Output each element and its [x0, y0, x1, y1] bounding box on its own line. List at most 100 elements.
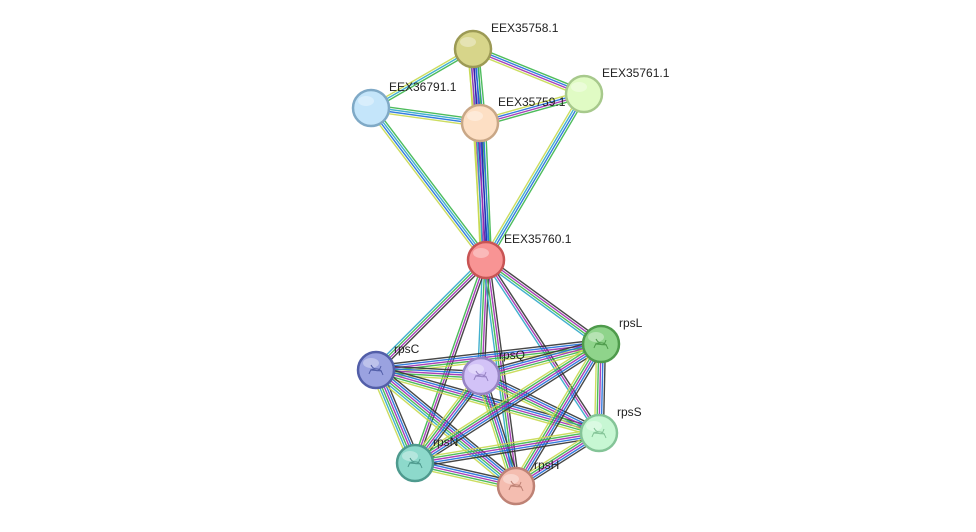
- edge-evidence-line: [370, 48, 474, 109]
- node-label-rpsc: rpsC: [394, 342, 420, 356]
- edge-eex35758-1-eex36791-1[interactable]: [369, 46, 475, 111]
- edge-eex35761-1-eex35760-1[interactable]: [482, 91, 588, 263]
- edge-evidence-line: [481, 260, 488, 377]
- node-label-eex36791-1: EEX36791.1: [389, 80, 457, 94]
- edge-eex35760-1-rpsl[interactable]: [483, 256, 604, 348]
- node-rpsq[interactable]: [461, 356, 501, 396]
- node-label-rpsh: rpsH: [534, 458, 559, 472]
- labels-layer: EEX35758.1EEX35761.1EEX36791.1EEX35759.1…: [389, 21, 670, 472]
- edge-rpsl-rpsn[interactable]: [412, 339, 604, 468]
- node-highlight: [586, 421, 602, 431]
- edge-evidence-line: [486, 94, 586, 261]
- edge-evidence-line: [375, 341, 601, 369]
- edge-evidence-line: [373, 257, 485, 369]
- edge-evidence-line: [473, 45, 586, 92]
- edge-evidence-line: [415, 436, 600, 469]
- node-highlight: [473, 248, 489, 258]
- edge-evidence-line: [513, 342, 600, 486]
- edge-evidence-line: [478, 379, 598, 438]
- edge-evidence-line: [488, 95, 588, 263]
- node-highlight: [571, 82, 587, 92]
- nodes-layer: [351, 29, 621, 506]
- edge-evidence-line: [482, 122, 490, 260]
- edge-evidence-line: [372, 373, 513, 491]
- protein-structure-icon: [593, 338, 609, 350]
- edge-evidence-line: [374, 258, 486, 370]
- edge-evidence-line: [478, 376, 515, 487]
- edge-evidence-line: [415, 345, 603, 466]
- edge-evidence-line: [487, 258, 602, 433]
- node-circle: [460, 103, 500, 143]
- edge-evidence-line: [483, 260, 598, 435]
- edge-evidence-line: [367, 109, 484, 263]
- edge-evidence-line: [519, 345, 606, 489]
- node-eex36791-1[interactable]: [351, 88, 391, 128]
- edge-evidence-line: [414, 430, 599, 462]
- edge-evidence-line: [412, 259, 485, 463]
- protein-structure-icon: [591, 427, 607, 439]
- node-eex35759-1[interactable]: [460, 103, 500, 143]
- edge-evidence-line: [472, 49, 584, 96]
- edge-evidence-line: [416, 260, 489, 464]
- edge-evidence-line: [479, 339, 601, 373]
- node-label-eex35758-1: EEX35758.1: [491, 21, 559, 35]
- edge-evidence-line: [480, 341, 601, 375]
- edge-evidence-line: [414, 343, 602, 464]
- node-label-eex35759-1: EEX35759.1: [498, 95, 566, 109]
- edge-evidence-line: [413, 341, 601, 462]
- edge-evidence-line: [373, 372, 515, 490]
- node-circle: [466, 240, 506, 280]
- node-rpss[interactable]: [579, 413, 619, 453]
- edge-evidence-line: [369, 108, 486, 262]
- edge-evidence-line: [414, 427, 599, 460]
- node-rpsn[interactable]: [395, 443, 435, 483]
- edge-evidence-line: [376, 260, 488, 372]
- node-highlight: [460, 37, 476, 47]
- edge-evidence-line: [414, 432, 600, 464]
- node-highlight: [503, 474, 519, 484]
- node-label-rpss: rpsS: [617, 405, 642, 419]
- edge-evidence-line: [482, 371, 602, 430]
- node-eex35760-1[interactable]: [466, 240, 506, 280]
- edge-evidence-line: [375, 343, 602, 371]
- node-highlight: [402, 451, 418, 461]
- edge-rpsq-rpss[interactable]: [478, 371, 602, 438]
- node-rpsl[interactable]: [581, 324, 621, 364]
- node-highlight: [468, 364, 484, 374]
- edge-rpsl-rpsh[interactable]: [511, 341, 606, 489]
- edge-evidence-line: [376, 368, 518, 486]
- protein-structure-icon: [368, 364, 384, 376]
- edge-eex35758-1-eex35761-1[interactable]: [471, 45, 586, 98]
- edge-evidence-line: [480, 343, 602, 377]
- edge-eex35759-1-eex35760-1[interactable]: [473, 122, 493, 261]
- edge-eex35760-1-rpsc[interactable]: [373, 257, 489, 373]
- edge-eex36791-1-eex35760-1[interactable]: [367, 105, 490, 263]
- node-label-eex35761-1: EEX35761.1: [602, 66, 670, 80]
- node-label-rpsl: rpsL: [619, 316, 643, 330]
- edge-evidence-line: [517, 344, 604, 488]
- edge-evidence-line: [377, 261, 489, 373]
- edge-evidence-line: [371, 106, 488, 260]
- edge-evidence-line: [479, 377, 599, 436]
- edge-evidence-line: [484, 122, 493, 260]
- node-label-eex35760-1: EEX35760.1: [504, 232, 572, 246]
- edge-evidence-line: [515, 343, 602, 487]
- node-rpsh[interactable]: [496, 466, 536, 506]
- edge-evidence-line: [511, 341, 598, 485]
- node-eex35758-1[interactable]: [453, 29, 493, 69]
- protein-structure-icon: [473, 370, 489, 382]
- edge-evidence-line: [369, 46, 473, 107]
- edge-evidence-line: [415, 434, 600, 466]
- edge-evidence-line: [483, 262, 600, 348]
- node-rpsc[interactable]: [356, 350, 396, 390]
- node-label-rpsq: rpsQ: [499, 348, 525, 362]
- node-eex35761-1[interactable]: [564, 74, 604, 114]
- edge-evidence-line: [412, 339, 600, 460]
- edge-evidence-line: [484, 374, 521, 485]
- node-highlight: [588, 332, 604, 342]
- edge-evidence-line: [479, 259, 486, 376]
- edge-evidence-line: [482, 375, 519, 486]
- edge-evidence-line: [484, 260, 601, 346]
- edge-rpss-rpsn[interactable]: [414, 427, 600, 469]
